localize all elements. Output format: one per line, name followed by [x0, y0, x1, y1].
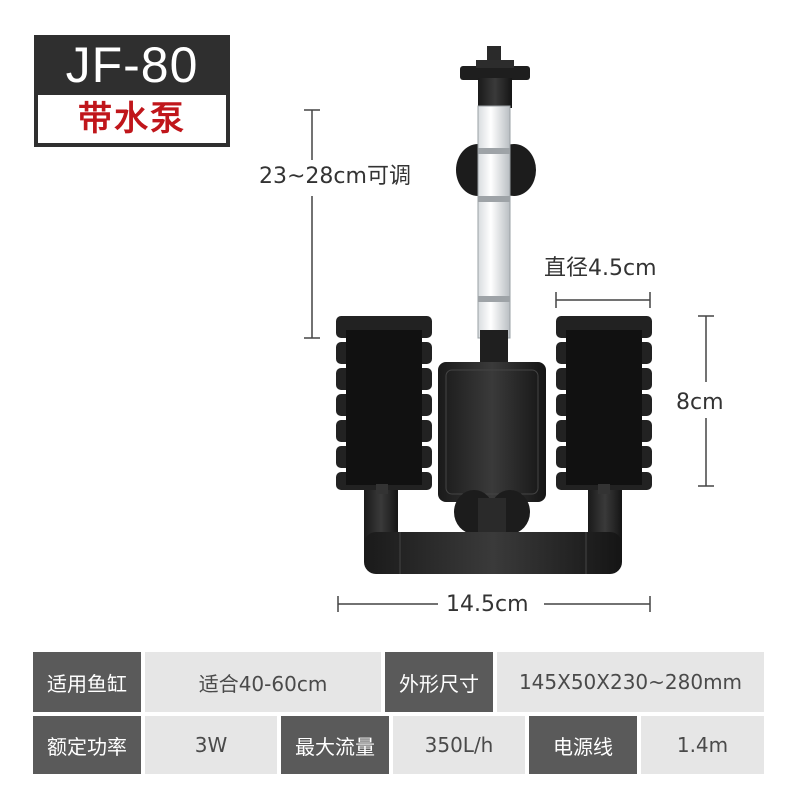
width-dimension-line [337, 596, 651, 612]
spec-label-dimensions: 外形尺寸 [385, 652, 493, 712]
model-subtitle: 带水泵 [38, 95, 226, 143]
base-pipe [364, 484, 622, 574]
pump-body [438, 362, 546, 502]
left-sponge [336, 316, 432, 490]
diameter-dimension-line [555, 292, 651, 308]
model-title: JF-80 [65, 37, 199, 93]
spec-row: 额定功率 3W 最大流量 350L/h 电源线 1.4m [33, 716, 768, 774]
spec-value-max-flow: 350L/h [393, 716, 525, 774]
lift-tube [477, 105, 511, 366]
right-sponge [556, 316, 652, 490]
width-label: 14.5cm [446, 592, 529, 618]
spec-label-power-cord: 电源线 [529, 716, 637, 774]
sponge-height-label: 8cm [676, 390, 724, 416]
spec-label-max-flow: 最大流量 [281, 716, 389, 774]
sponge-height-line [698, 315, 714, 487]
suction-cup-lower [454, 490, 530, 538]
spec-value-tank-size: 适合40-60cm [145, 652, 381, 712]
height-label: 23~28cm可调 [259, 164, 411, 190]
height-dimension-line [304, 109, 320, 339]
outlet-cap [460, 46, 530, 108]
spec-label-tank-size: 适用鱼缸 [33, 652, 141, 712]
spec-value-dimensions: 145X50X230~280mm [497, 652, 764, 712]
spec-label-power: 额定功率 [33, 716, 141, 774]
spec-table: 适用鱼缸 适合40-60cm 外形尺寸 145X50X230~280mm 额定功… [33, 652, 768, 774]
diameter-label: 直径4.5cm [544, 256, 657, 282]
spec-row: 适用鱼缸 适合40-60cm 外形尺寸 145X50X230~280mm [33, 652, 768, 712]
spec-value-power: 3W [145, 716, 277, 774]
spec-value-power-cord: 1.4m [641, 716, 764, 774]
model-badge: JF-80 带水泵 [34, 35, 230, 147]
